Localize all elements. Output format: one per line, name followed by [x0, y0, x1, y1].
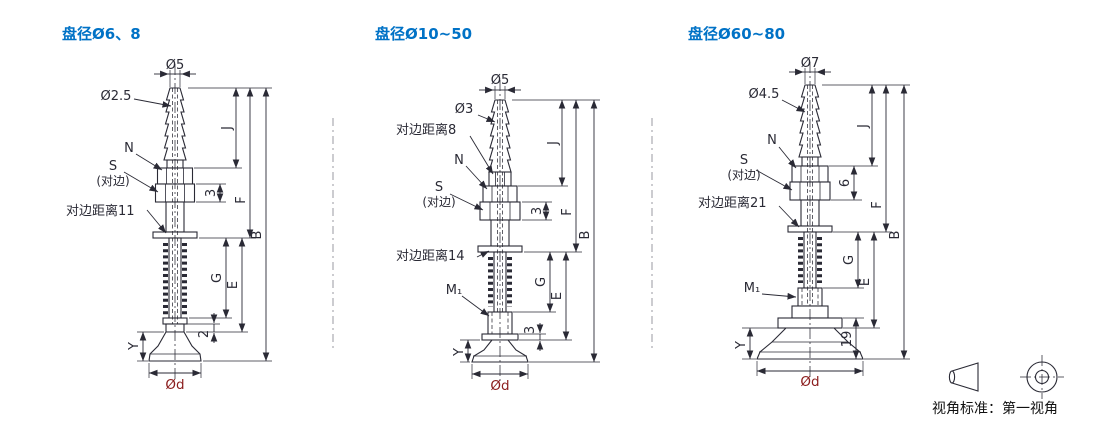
dim-label-pad-dia: Ød: [490, 378, 509, 394]
label-s-note: (对边): [96, 174, 129, 188]
label-m1: M₁: [446, 283, 462, 298]
dim-label-f: F: [234, 196, 249, 203]
dimension-lines: [746, 68, 908, 375]
label-s: S: [435, 180, 443, 195]
dim-label-3: 3: [204, 189, 219, 197]
label-m1: M₁: [744, 281, 760, 296]
label-s-note: (对边): [727, 168, 760, 182]
label-flats: 对边距离11: [66, 203, 135, 219]
fitting-drawing-small: Ø5 Ø2.5 N S (对边) 对边距离11 J 3 F B G E 2 Y …: [66, 58, 272, 393]
dim-label-3-bottom: 3: [523, 326, 538, 334]
panel-title: 盘径Ø6、8: [62, 25, 141, 43]
dim-label-3: 3: [530, 207, 545, 215]
dim-label-pad-dia: Ød: [800, 374, 819, 390]
dim-label-pad-dia: Ød: [165, 377, 184, 393]
leader-lines: [755, 99, 806, 300]
dim-label-g: G: [842, 255, 857, 265]
view-standard-note: 视角标准：第一视角: [932, 400, 1058, 417]
label-n: N: [124, 141, 134, 156]
dimension-lines: [139, 70, 270, 377]
label-s-note: (对边): [422, 195, 455, 209]
dim-label-y: Y: [127, 342, 142, 351]
projection-symbol: [948, 355, 1064, 399]
dia-top-label: Ø5: [491, 73, 510, 88]
dim-label-y: Y: [452, 348, 467, 357]
dim-label-e: E: [858, 278, 873, 286]
dim-label-y: Y: [734, 341, 749, 350]
label-n: N: [767, 133, 777, 148]
dia-bore-label: Ø3: [455, 102, 474, 117]
label-flats: 对边距离21: [698, 195, 767, 211]
panel-title: 盘径Ø10~50: [375, 25, 472, 43]
label-flats-top: 对边距离8: [396, 122, 456, 138]
dim-label-j: J: [856, 124, 871, 129]
fitting-drawing-large: Ø7 Ø4.5 N S (对边) 对边距离21 M₁ J 6 F B G E 1…: [698, 56, 910, 390]
dim-label-2: 2: [197, 330, 212, 338]
dimension-lines: [464, 86, 598, 378]
dim-label-j: J: [546, 141, 561, 146]
dim-label-b: B: [578, 231, 593, 240]
dim-label-b: B: [888, 231, 903, 240]
dim-label-f: F: [560, 208, 575, 215]
dia-top-label: Ø5: [166, 58, 185, 73]
dim-label-19: 19: [840, 331, 855, 348]
label-n: N: [454, 153, 464, 168]
label-s: S: [109, 159, 117, 174]
label-s: S: [740, 153, 748, 168]
dia-bore-label: Ø2.5: [101, 89, 132, 104]
dim-label-g: G: [534, 277, 549, 287]
leader-lines: [449, 114, 496, 317]
fitting-drawing-medium: Ø5 Ø3 对边距离8 N S (对边) 对边距离14 M₁ J 3 F B G…: [396, 73, 600, 394]
dim-label-6: 6: [838, 179, 853, 187]
panel-title: 盘径Ø60~80: [688, 25, 785, 43]
dim-label-b: B: [250, 231, 265, 240]
leader-lines: [123, 98, 172, 234]
dia-top-label: Ø7: [801, 56, 820, 71]
dim-label-e: E: [550, 292, 565, 300]
label-flats: 对边距离14: [396, 248, 465, 264]
dim-label-j: J: [220, 126, 235, 131]
dim-label-e: E: [226, 281, 241, 289]
cone-icon: [951, 362, 979, 392]
dim-label-f: F: [870, 201, 885, 208]
dia-bore-label: Ø4.5: [749, 87, 780, 102]
dim-label-g: G: [210, 273, 225, 283]
